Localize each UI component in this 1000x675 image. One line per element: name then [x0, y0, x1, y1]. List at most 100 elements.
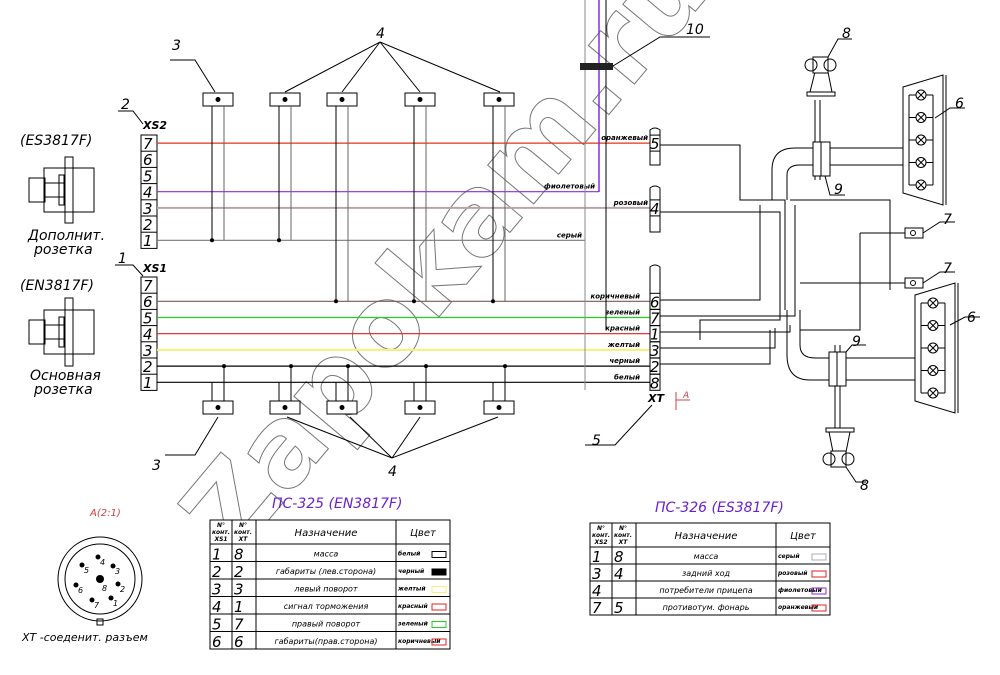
cell-xs: 1 — [592, 548, 602, 566]
wire-label: фиолетовый — [544, 183, 595, 191]
cell-color: желтый — [397, 586, 426, 593]
cell-xt: 5 — [614, 599, 624, 617]
cell-purpose: масса — [694, 552, 719, 561]
callout-6: 6 — [967, 310, 976, 326]
pin-label: 3 — [115, 567, 120, 576]
pin-label: 6 — [78, 586, 83, 595]
xs2-label: XS2 — [142, 119, 167, 132]
pin-number: 5 — [143, 167, 153, 185]
callout-9: 9 — [834, 182, 843, 198]
plate-lamp-bottom — [904, 277, 924, 289]
color-swatch — [431, 603, 447, 611]
cell-purpose: масса — [314, 550, 339, 559]
pin-hole — [110, 563, 116, 569]
wires: оранжевыйфиолетовыйрозовыйсерыйкоричневы… — [157, 134, 650, 383]
top-terminals — [202, 92, 515, 304]
pin-number: 2 — [143, 358, 153, 376]
pin-hole — [79, 562, 85, 568]
rear-lamp-top — [902, 74, 947, 206]
pin-number: 6 — [143, 293, 153, 311]
xt-label: XT — [647, 392, 665, 405]
table-title: ПС-325 (EN3817F) — [272, 496, 402, 512]
column-header: N° — [597, 525, 605, 532]
main-socket: (EN3817F) Основная розетка — [20, 278, 101, 398]
color-swatch — [811, 553, 827, 561]
callout-3: 3 — [172, 38, 181, 54]
callout-5: 5 — [592, 433, 601, 449]
cell-color: серый — [778, 553, 800, 560]
pin-hole — [73, 582, 79, 588]
socket-icon — [28, 297, 95, 367]
watermark: Zapokam.ru — [157, 0, 734, 577]
pin-hole — [108, 595, 114, 601]
socket-name: Основная — [30, 368, 101, 384]
color-swatch — [431, 568, 447, 576]
detail-title: A(2:1) — [89, 508, 121, 519]
leader-line — [115, 264, 144, 277]
wire-label: желтый — [607, 341, 640, 349]
cell-color: белый — [398, 551, 421, 558]
callout-3: 3 — [152, 458, 161, 474]
callout-2: 2 — [121, 97, 130, 113]
bottom-terminals — [202, 364, 515, 415]
column-header: конт. — [614, 532, 632, 539]
cell-xs: 3 — [592, 565, 602, 583]
callout-7: 7 — [943, 212, 952, 228]
leader-line — [118, 110, 144, 125]
additional-socket: (ES3817F) Дополнит. розетка — [20, 133, 105, 258]
pin-number: 3 — [143, 200, 153, 218]
svg-text:A: A — [682, 391, 689, 401]
wire-label: оранжевый — [601, 134, 648, 142]
cell-xt: 2 — [234, 563, 244, 581]
socket-name: Дополнит. — [27, 228, 105, 244]
column-header: N° — [239, 522, 247, 529]
color-swatch — [431, 586, 447, 593]
cell-purpose: левый поворот — [293, 585, 358, 594]
xt-pin-number: 8 — [650, 374, 660, 392]
pin-label: 4 — [100, 558, 105, 567]
column-header: конт. — [212, 529, 230, 536]
rear-lamp-bottom — [914, 282, 959, 414]
pin-number: 7 — [143, 277, 153, 295]
reverse-light-bottom — [822, 427, 855, 468]
column-header: XS2 — [593, 539, 607, 546]
xt-pin-number: 6 — [650, 293, 660, 311]
cell-purpose: габариты (лев.сторона) — [276, 567, 376, 576]
cell-color: красный — [398, 603, 429, 610]
xt-pin-number: 2 — [650, 358, 660, 376]
column-header: N° — [619, 525, 627, 532]
color-swatch — [811, 587, 827, 595]
socket-model-label: (EN3817F) — [20, 278, 94, 294]
cell-purpose: правый поворот — [292, 620, 361, 629]
wire-label: розовый — [613, 199, 648, 207]
cell-color: черный — [398, 568, 425, 575]
callout-6: 6 — [955, 96, 964, 112]
pin-hole — [96, 575, 104, 583]
column-header: Цвет — [790, 531, 817, 542]
column-header: XT — [618, 539, 629, 546]
socket-name: розетка — [33, 382, 93, 398]
cell-purpose: сигнал торможения — [284, 602, 369, 611]
harness-clamp — [580, 63, 613, 70]
pin-label: 2 — [120, 585, 125, 594]
wire-label: черный — [609, 357, 640, 365]
pin-label: 1 — [113, 599, 118, 608]
cell-color: зеленый — [397, 621, 429, 628]
column-header: XS1 — [213, 536, 227, 543]
cell-xs: 5 — [212, 616, 222, 634]
pin-number: 4 — [143, 184, 153, 202]
color-swatch — [431, 638, 447, 646]
xt-pin-number: 4 — [650, 200, 660, 218]
wire-label: красный — [605, 325, 640, 333]
